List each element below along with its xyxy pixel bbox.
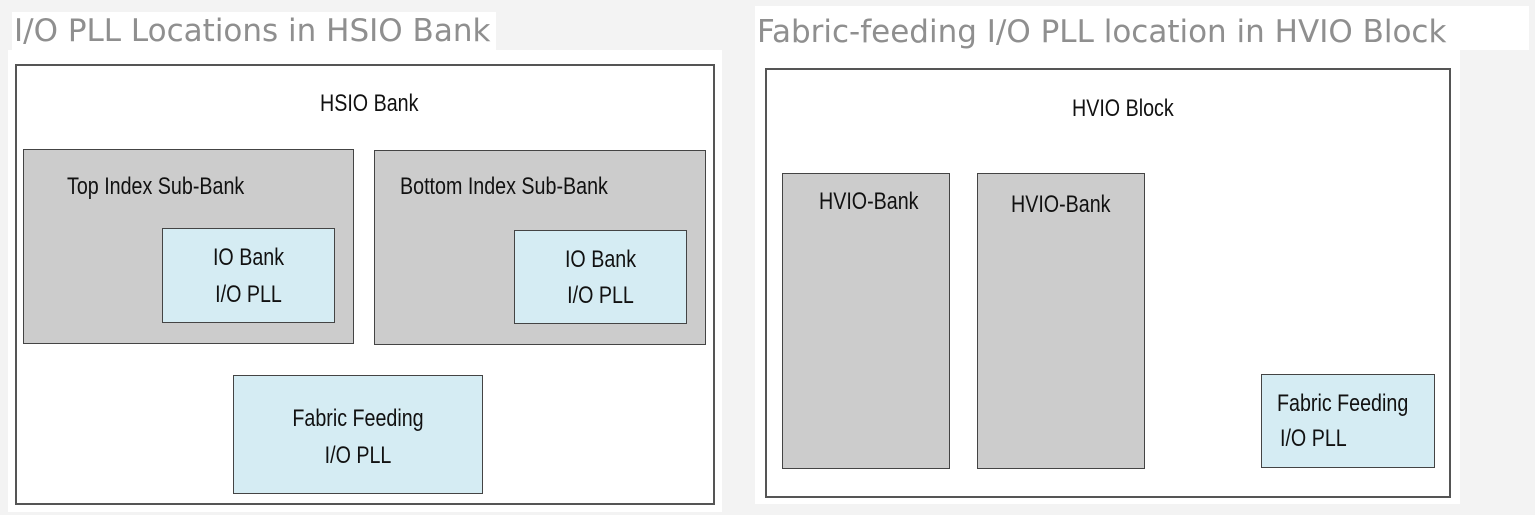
top-io-bank-pll-line2: I/O PLL bbox=[215, 281, 282, 308]
hvio-bank-2-label: HVIO-Bank bbox=[1011, 191, 1111, 218]
top-io-bank-pll: IO Bank I/O PLL bbox=[162, 228, 335, 323]
hvio-bank-1-label: HVIO-Bank bbox=[819, 188, 919, 215]
hvio-fabric-feeding-pll-line2: I/O PLL bbox=[1280, 425, 1347, 452]
top-io-bank-pll-line1: IO Bank bbox=[212, 244, 285, 271]
hvio-fabric-feeding-pll bbox=[1261, 374, 1435, 468]
left-panel-title: I/O PLL Locations in HSIO Bank bbox=[12, 12, 497, 50]
bottom-io-bank-pll: IO Bank I/O PLL bbox=[514, 230, 687, 324]
bottom-io-bank-pll-line1: IO Bank bbox=[564, 246, 637, 273]
top-index-sub-bank-label: Top Index Sub-Bank bbox=[67, 173, 245, 200]
hvio-fabric-feeding-pll-line1: Fabric Feeding bbox=[1277, 390, 1409, 417]
hvio-block-label: HVIO Block bbox=[1072, 95, 1174, 122]
bottom-io-bank-pll-line2: I/O PLL bbox=[567, 282, 634, 309]
bottom-index-sub-bank-label: Bottom Index Sub-Bank bbox=[400, 173, 608, 200]
right-panel-title: Fabric-feeding I/O PLL location in HVIO … bbox=[757, 14, 1447, 50]
hsio-fabric-feeding-pll-line1: Fabric Feeding bbox=[292, 405, 424, 432]
hvio-bank-1 bbox=[782, 173, 950, 469]
hvio-bank-2 bbox=[977, 173, 1145, 469]
hsio-fabric-feeding-pll: Fabric Feeding I/O PLL bbox=[233, 375, 483, 494]
hsio-bank-label: HSIO Bank bbox=[320, 90, 419, 117]
right-title-strip bbox=[755, 6, 1529, 50]
hsio-fabric-feeding-pll-line2: I/O PLL bbox=[324, 442, 392, 469]
